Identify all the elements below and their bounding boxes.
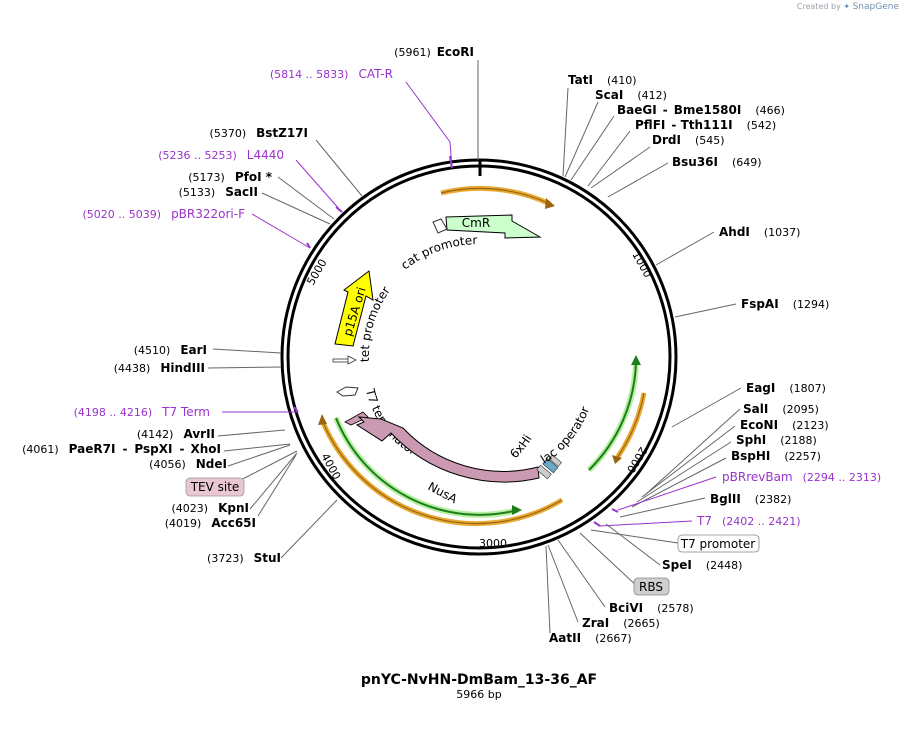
site-sali: SalI(2095)	[743, 402, 819, 416]
right-orange-arrowhead	[612, 455, 622, 464]
cat-r-arc	[440, 185, 552, 207]
site-spei: SpeI(2448)	[662, 558, 742, 572]
site-aatii: AatII(2667)	[549, 631, 632, 645]
t7-term-mark	[344, 411, 369, 426]
bottom-green-arc	[333, 416, 519, 518]
site-ahdi: AhdI(1037)	[719, 225, 800, 239]
outer-arcs	[318, 185, 647, 526]
cmr-feature	[445, 214, 542, 239]
site-pflfi: PflFI-Tth111I(542)	[635, 118, 776, 132]
primer-t7-term: (4198 .. 4216)T7 Term	[74, 405, 210, 419]
site-hindiii: (4438)HindIII	[114, 361, 205, 375]
site-paer7i: (4061)PaeR7I-PspXI-XhoI	[22, 442, 221, 456]
site-scai: ScaI(412)	[595, 88, 667, 102]
cat-promoter-arrow	[432, 218, 448, 234]
site-bstz17i: (5370)BstZ17I	[210, 126, 308, 140]
tick-3000: 3000	[479, 537, 507, 550]
t7-terminator-shape	[336, 386, 359, 397]
boxed-labels: TEV site T7 promoter RBS	[185, 477, 760, 596]
site-fspai: FspAI(1294)	[741, 297, 829, 311]
backbone	[280, 158, 678, 556]
site-tati: TatI(410)	[568, 73, 637, 87]
site-pfoi: (5173)PfoI *	[188, 170, 272, 184]
cmr-label: CmR	[462, 216, 490, 230]
tet-promoter-arrow	[332, 355, 357, 365]
right-green-arrowhead	[631, 355, 641, 365]
primer-labels: (5814 .. 5833)CAT-R (5236 .. 5253)L4440 …	[74, 67, 882, 528]
site-labels: (5961)EcoRI TatI(410) ScaI(412) BaeGI-Bm…	[22, 45, 829, 645]
site-sacii: (5133)SacII	[179, 185, 258, 199]
tick-1000: 1000	[629, 249, 654, 280]
primer-pbr322ori-f: (5020 .. 5039)pBR322ori-F	[83, 207, 246, 221]
label-connectors	[207, 60, 742, 634]
rbs-label: RBS	[639, 580, 663, 594]
primer-t7: T7(2402 .. 2421)	[696, 514, 801, 528]
his-tag-block	[536, 454, 562, 480]
snapgene-logo-icon: ✦	[843, 2, 851, 11]
primer-pbrrevbam: pBRrevBam(2294 .. 2313)	[722, 470, 881, 484]
tev-site-label: TEV site	[190, 480, 240, 494]
plasmid-name: pnYC-NvHN-DmBam_13-36_AF	[361, 672, 597, 688]
site-ndei: (4056)NdeI	[149, 457, 227, 471]
snapgene-credit: Created by ✦ SnapGene	[797, 2, 899, 12]
right-green-arc	[586, 361, 639, 473]
t7-promoter-label: T7 promoter	[680, 537, 756, 551]
bottom-orange-arrowhead	[318, 414, 327, 425]
nusa-feature	[355, 416, 540, 483]
p15a-ori-feature	[334, 270, 374, 347]
credit-prefix: Created by	[796, 2, 841, 11]
site-bsu36i: Bsu36I(649)	[672, 155, 762, 169]
lac-operator-label: lac operator	[538, 405, 592, 467]
site-acc65i: (4019)Acc65I	[165, 516, 256, 530]
site-baegi: BaeGI-Bme1580I(466)	[617, 103, 785, 117]
site-bglii: BglII(2382)	[710, 492, 791, 506]
site-stui: (3723)StuI	[207, 551, 281, 565]
site-econi: EcoNI(2123)	[740, 418, 829, 432]
site-kpni: (4023)KpnI	[172, 501, 249, 515]
site-bcivi: BciVI(2578)	[609, 601, 694, 615]
boxed-connectors	[579, 529, 679, 588]
site-eagi: EagI(1807)	[746, 381, 826, 395]
primer-connectors	[222, 81, 717, 527]
cat-promoter-label: cat promoter	[398, 233, 477, 272]
credit-brand: SnapGene	[852, 2, 899, 12]
site-eari: (4510)EarI	[134, 343, 207, 357]
site-drdi: DrdI(545)	[652, 133, 725, 147]
bottom-green-arrowhead	[512, 505, 522, 515]
site-ecori: (5961)EcoRI	[394, 45, 474, 59]
primer-cat-r: (5814 .. 5833)CAT-R	[270, 67, 393, 81]
site-bsphi: BspHI(2257)	[731, 449, 821, 463]
plasmid-length: 5966 bp	[456, 688, 501, 701]
primer-l4440: (5236 .. 5253)L4440	[158, 148, 284, 162]
site-zrai: ZraI(2665)	[582, 616, 660, 630]
cat-r-arrowhead	[545, 198, 555, 209]
site-sphi: SphI(2188)	[736, 433, 817, 447]
site-avrii: (4142)AvrII	[137, 427, 215, 441]
nusa-label: NusA	[426, 479, 461, 506]
